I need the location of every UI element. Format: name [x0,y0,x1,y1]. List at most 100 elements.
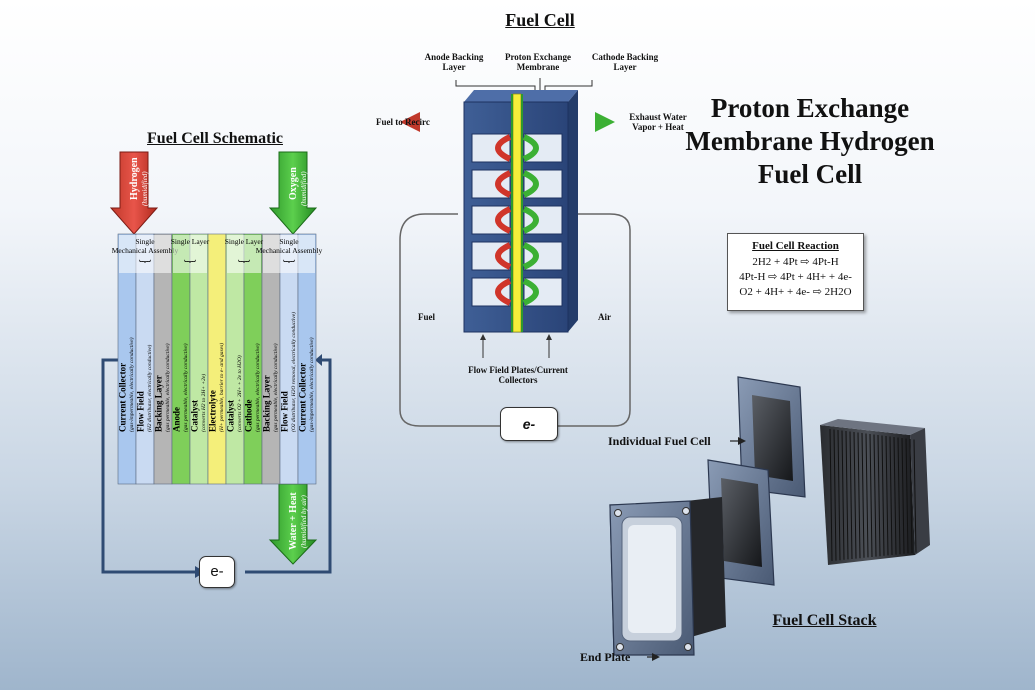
fuelcell-diagram [399,78,631,427]
stack-fin [913,439,917,553]
group-brace-icon: ︸ [184,258,196,273]
stack-fin [845,430,849,560]
schematic-layer-desc: (gas permeable, electrically conductive) [182,343,189,432]
main-title-line2: Membrane Hydrogen [685,126,935,156]
stack-fin [897,437,901,555]
fuel-recirc-label: Fuel to Recirc [376,117,430,127]
stack-fin [869,433,873,558]
oxygen-flow-arc [522,206,539,234]
anode-layer [511,94,513,332]
group-label-bg [227,235,261,273]
group-label: Mechanical Assembly [112,246,179,255]
stack-fin [881,435,885,556]
schematic-electron-box: e- [199,556,235,588]
stack-fins [829,428,917,562]
oxygen-flow-arc [522,242,539,270]
reaction-box: Fuel Cell Reaction 2H2 + 4Pt ⇨ 4Pt-H 4Pt… [727,233,864,311]
group-label: Mechanical Assembly [256,246,323,255]
hydrogen-flow-arc [495,206,512,234]
schematic-layer-name: Current Collector [298,363,308,432]
exhaust-label: Exhaust Water Vapor + Heat [629,112,687,132]
group-label-bg [119,235,171,273]
schematic-layer-name: Backing Layer [262,375,272,432]
group-brace-icon: ︸ [238,258,250,273]
wire-arrowhead [480,334,486,340]
layer-stack: Current Collector(gas-impermeable, elect… [118,233,317,485]
oxygen-flow-arc [522,134,539,162]
hydrogen-flow-arc [495,242,512,270]
stack-fin [889,436,893,556]
group-label: Single Layer [225,237,264,246]
schematic-layer-name: Anode [172,407,182,432]
main-title-line1: Proton Exchange [710,93,910,123]
reaction-eq3: O2 + 4H+ + 4e- ⇨ 2H2O [739,286,852,298]
stack-fin [893,436,897,555]
schematic-layer-name: Electrolyte [208,390,218,432]
hydrogen-flow-arc [495,278,512,306]
membrane-strip [512,93,522,333]
water-arrow [268,483,318,565]
oxygen-arrow [268,151,318,235]
oxygen-flow-arc [522,278,539,306]
middle-cell-window [721,478,762,567]
schematic-layer [297,233,317,485]
individual-cell-window [752,395,793,481]
end-plate-label: End Plate [580,650,631,664]
schematic-title: Fuel Cell Schematic [147,130,283,147]
plates-label: Flow Field Plates/Current Collectors [468,365,568,385]
schematic-electron: e- [210,563,224,580]
schematic-layer-name: Backing Layer [154,375,164,432]
group-label: Single [135,237,155,246]
fuelcell-title: Fuel Cell [505,10,575,30]
schematic-layer-name: Catalyst [226,400,236,432]
stack-fin [829,428,833,562]
hydrogen-flow-arc [495,170,512,198]
anode-backing-label: Anode Backing Layer [424,52,484,72]
reaction-eq1: 2H2 + 4Pt ⇨ 4Pt-H [752,256,839,268]
air-label: Air [598,312,611,322]
stack-title: Fuel Cell Stack [772,612,877,629]
stack-fin [909,438,913,554]
reaction-title: Fuel Cell Reaction [752,240,839,252]
bolt-hole [684,643,692,651]
schematic-layer-name: Catalyst [190,400,200,432]
group-brace-icon: ︸ [139,258,151,273]
bolt-hole [616,643,624,651]
schematic-layer-name: Cathode [244,399,254,432]
schematic-layer-desc: (converts H2 to 2H+ +2e) [200,374,207,432]
stack-fin [877,434,881,557]
schematic-layer-name: Flow Field [136,391,146,432]
hydrogen-label: Hydrogen [129,157,140,200]
schematic-layer-desc: (gas permeable, electrically conductive) [164,343,171,432]
hydrogen-sub: (humidified) [141,171,149,206]
hydrogen-arrow [109,151,159,235]
fuel-cell-stack-illustration [609,376,930,661]
group-brace-icon: ︸ [283,258,295,273]
exhaust-arrowhead [595,112,615,132]
center-electron-box: e- [500,407,558,441]
schematic-layer-desc: (gas permeable, electrically conductive) [272,343,279,432]
schematic-layer-name: Flow Field [280,391,290,432]
stack-fin [841,430,845,560]
block-side [568,90,578,332]
stack-fin [861,432,865,558]
oxygen-sub: (humidified) [300,171,308,206]
stack-fin [837,429,841,561]
stack-fin [849,431,853,560]
schematic-layer-desc: (H2 distributor, electrically conductive… [146,344,153,432]
main-title: Proton Exchange Membrane Hydrogen Fuel C… [660,92,960,191]
main-title-line3: Fuel Cell [757,159,863,189]
bolt-hole [682,507,690,515]
group-label: Single [279,237,299,246]
schematic-wire-left [101,358,200,574]
wire-arrowhead [315,354,322,366]
stack-top [820,419,925,435]
oxygen-flow-arc [522,170,539,198]
stack-fin [905,438,909,554]
group-label-bg [173,235,207,273]
fuel-label: Fuel [418,312,435,322]
schematic-diagram: Hydrogen (humidified) Oxygen (humidified… [101,151,332,578]
bolt-hole [614,509,622,517]
group-label-bg [263,235,315,273]
